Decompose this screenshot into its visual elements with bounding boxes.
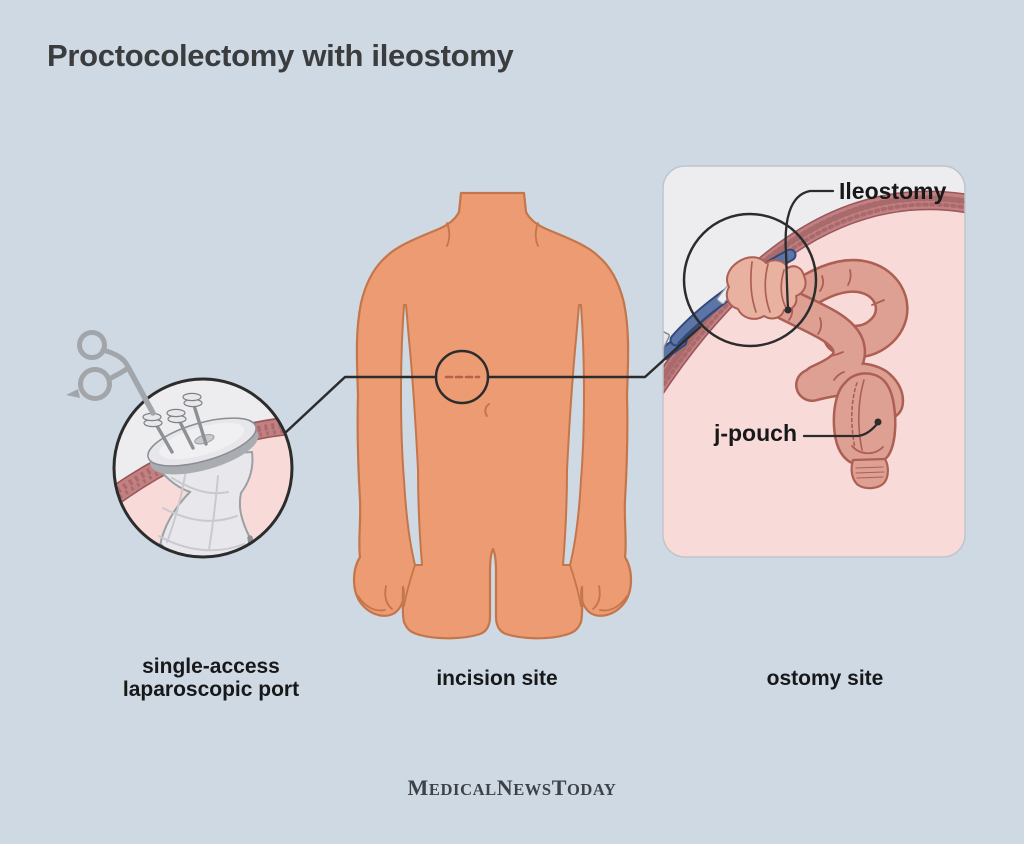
laparoscopic-port-caption-line2: laparoscopic port [122, 678, 300, 701]
ileostomy-label: Ileostomy [839, 178, 947, 204]
logo-part: oday [566, 780, 617, 799]
torso-silhouette [352, 191, 633, 640]
logo-part: edical [428, 780, 497, 799]
ostomy-site-caption: ostomy site [766, 667, 884, 690]
anal-canal [850, 457, 889, 490]
connector-lines [283, 189, 879, 438]
ileostomy-leader-line [784, 189, 835, 309]
connector-to-port-inset [283, 375, 438, 435]
laparoscopic-port-caption-line1: single-access [142, 655, 280, 678]
trocar-rods [142, 392, 208, 454]
body-detail-lines [357, 222, 628, 612]
j-pouch-shape [832, 372, 897, 490]
ostomy-panel [662, 165, 966, 558]
torso-illustration [352, 191, 633, 640]
logo-part: M [407, 775, 429, 800]
inset-circle-outline [112, 377, 294, 559]
ileostomy-leader-dot [784, 306, 792, 314]
medical-news-today-logo: MedicalNewsToday [0, 775, 1024, 801]
page-title: Proctocolectomy with ileostomy [47, 38, 514, 73]
port-needle [226, 558, 241, 595]
navel [484, 403, 490, 417]
jpouch-leader-line [802, 422, 879, 438]
left-arm-gap [400, 304, 423, 566]
stoma-highlight-circle [682, 212, 818, 348]
logo-part: ews [513, 780, 552, 799]
j-pouch-label: j-pouch [713, 420, 797, 446]
laparoscopic-port-inset [66, 330, 294, 595]
logo-part: N [496, 775, 514, 800]
logo-part: T [551, 775, 567, 800]
laparoscopic-port-caption: single-access laparoscopic port [101, 655, 321, 701]
right-arm-gap [562, 304, 585, 566]
surgical-grasper-icon [66, 330, 156, 416]
jpouch-leader-dot [874, 418, 882, 426]
connector-to-ostomy-panel [486, 325, 702, 379]
incision-site-caption: incision site [436, 667, 558, 690]
bowel-creases [788, 269, 885, 381]
